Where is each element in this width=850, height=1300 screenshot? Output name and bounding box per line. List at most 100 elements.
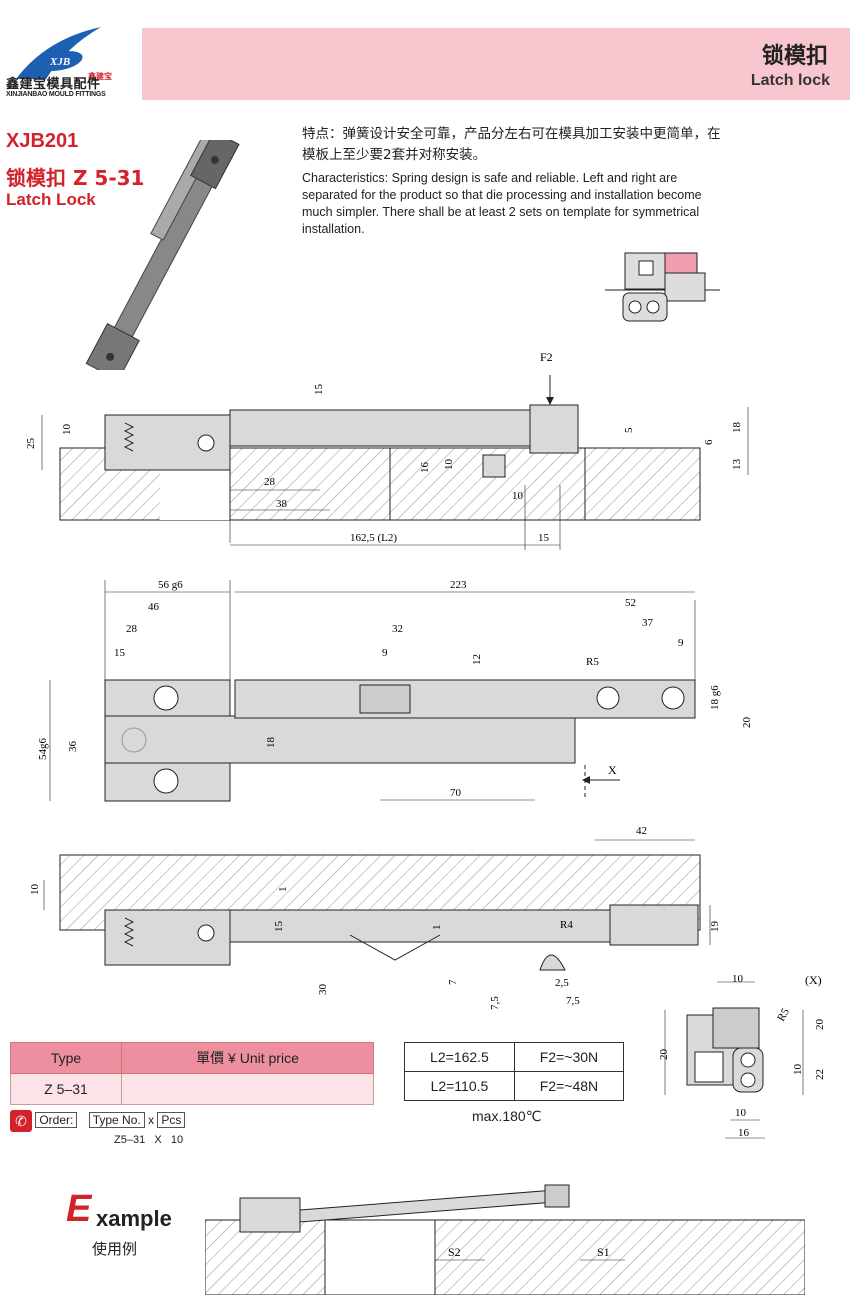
- dim-7-5a: 7,5: [489, 996, 501, 1010]
- dim-5: 5: [623, 427, 635, 433]
- dim-46: 46: [148, 601, 160, 613]
- drawing-side-view: F2 15 25 10 5 18 6 13 16 10 10 28 38 162…: [25, 350, 749, 550]
- logo-small: 鑫建宝: [87, 71, 112, 81]
- dim-r4: R4: [560, 919, 573, 931]
- cell-l2-a: L2=162.5: [404, 1042, 515, 1072]
- dim-x-10b: 10: [792, 1064, 804, 1076]
- dim-10: 10: [61, 424, 73, 436]
- dim-f2: F2: [540, 350, 553, 364]
- dim-10c: 10: [512, 490, 524, 502]
- order-example: Z5–31 X 10: [114, 1134, 184, 1146]
- dim-s1: S1: [597, 1245, 610, 1259]
- cell-f2-b: F2=~48N: [513, 1071, 625, 1101]
- dim-18m: 18: [265, 737, 277, 749]
- dim-28: 28: [264, 476, 276, 488]
- dim-6: 6: [703, 439, 715, 445]
- example-initial: E: [66, 1188, 92, 1230]
- dim-7-5b: 7,5: [566, 995, 580, 1007]
- logo-text: XJB: [49, 56, 70, 68]
- dim-s2: S2: [448, 1245, 461, 1259]
- dim-9: 9: [382, 647, 388, 659]
- brand-name-en: XINJIANBAO MOULD FITTINGS: [6, 91, 106, 98]
- dim-32: 32: [392, 623, 403, 635]
- spec-table: L2=162.5 F2=~30N L2=110.5 F2=~48N: [404, 1042, 625, 1101]
- dim-15m: 15: [114, 647, 126, 659]
- example-title-cn: 使用例: [92, 1240, 138, 1258]
- order-x: x: [148, 1113, 155, 1128]
- dim-12: 12: [471, 654, 483, 665]
- product-photo: [85, 140, 240, 370]
- dim-54g6: 54g6: [37, 738, 49, 761]
- drawing-usage-example: S2 S1: [205, 1184, 805, 1295]
- dim-13: 13: [731, 459, 743, 471]
- dim-20: 20: [741, 717, 753, 729]
- drawing-section-view: 42 10 1 15 1 19 R4 30 7 7,5 2,5 7,5: [29, 825, 721, 1010]
- dim-15: 15: [313, 384, 325, 396]
- table-row: L2=110.5 F2=~48N: [404, 1071, 625, 1101]
- brand-name-cn: 鑫建宝模具配件: [6, 77, 101, 92]
- features-en: Characteristics: Spring design is safe a…: [302, 171, 702, 236]
- dim-x-16: 16: [738, 1127, 750, 1139]
- dim-l2: 162,5 (L2): [350, 532, 397, 544]
- dim-x-20b: 20: [658, 1049, 670, 1061]
- features-cn: 特点：弹簧设计安全可靠，产品分左右可在模具加工安装中更简单，在模板上至少要2套并…: [302, 126, 721, 163]
- header-title-cn: 锁模扣: [761, 44, 828, 69]
- max-temperature: max.180℃: [472, 1108, 542, 1124]
- type-price-table: Type 單價 ¥ Unit price Z 5–31: [9, 1042, 374, 1105]
- phone-icon: ✆: [10, 1110, 32, 1132]
- dim-25: 25: [25, 438, 37, 450]
- dim-1: 1: [277, 887, 289, 893]
- order-info: ✆ Order: Type No. x Pcs Z5–31 X 10: [10, 1110, 270, 1150]
- order-label: Order:: [35, 1112, 78, 1129]
- dim-28m: 28: [126, 623, 138, 635]
- view-x-label: X: [608, 763, 617, 777]
- dim-223: 223: [450, 579, 467, 591]
- header-title-en: Latch lock: [750, 72, 830, 89]
- dim-56g6: 56 g6: [158, 579, 183, 591]
- dim-10b: 10: [443, 459, 455, 471]
- cell-price: [121, 1073, 374, 1105]
- dim-18g6: 18 g6: [709, 685, 721, 710]
- dim-19: 19: [709, 921, 721, 933]
- schematic-small: [605, 252, 720, 322]
- drawing-top-view: 56 g6 223 46 28 15 32 9 12 52 37 9 R5 18…: [37, 579, 753, 802]
- dim-x-10c: 10: [735, 1107, 747, 1119]
- header-band: 锁模扣 Latch lock: [142, 28, 850, 100]
- dim-x-10: 10: [732, 973, 744, 985]
- dim-42: 42: [636, 825, 647, 837]
- product-name-cn: 锁模扣 Z 5-31: [6, 166, 145, 190]
- dim-10-bottom: 10: [29, 884, 41, 896]
- pcs-label: Pcs: [157, 1112, 186, 1129]
- drawing-detail-x: (X) 10 R5 20 20 10 22 10 16: [658, 973, 826, 1139]
- dim-38: 38: [276, 498, 288, 510]
- product-name-en: Latch Lock: [6, 190, 96, 209]
- dim-7: 7: [447, 979, 459, 985]
- dim-70: 70: [450, 787, 462, 799]
- dim-52: 52: [625, 597, 636, 609]
- dim-1b: 1: [431, 925, 443, 931]
- dim-9b: 9: [678, 637, 684, 649]
- dim-18: 18: [731, 422, 743, 434]
- table-header-price: 單價 ¥ Unit price: [121, 1042, 374, 1074]
- product-code: XJB201: [6, 130, 79, 152]
- dim-30: 30: [317, 984, 329, 996]
- table-header-type: Type: [9, 1042, 123, 1074]
- dim-15b: 15: [538, 532, 550, 544]
- table-row: L2=162.5 F2=~30N: [404, 1042, 625, 1072]
- dim-x-22: 22: [814, 1069, 826, 1080]
- type-no-label: Type No.: [88, 1112, 145, 1129]
- cell-type: Z 5–31: [9, 1073, 123, 1105]
- dim-2-5: 2,5: [555, 977, 569, 989]
- dim-15-bottom: 15: [273, 921, 285, 933]
- brand-logo: XJB 鑫建宝: [16, 27, 112, 81]
- dim-16: 16: [419, 462, 431, 474]
- cell-f2-a: F2=~30N: [513, 1042, 625, 1072]
- dim-r5: R5: [586, 656, 599, 668]
- cell-l2-b: L2=110.5: [404, 1071, 515, 1101]
- detail-x-label: (X): [805, 973, 822, 987]
- dim-36: 36: [67, 741, 79, 753]
- dim-x-20: 20: [814, 1019, 826, 1031]
- example-title: xample: [96, 1206, 172, 1231]
- dim-37: 37: [642, 617, 654, 629]
- table-row: Z 5–31: [9, 1073, 374, 1105]
